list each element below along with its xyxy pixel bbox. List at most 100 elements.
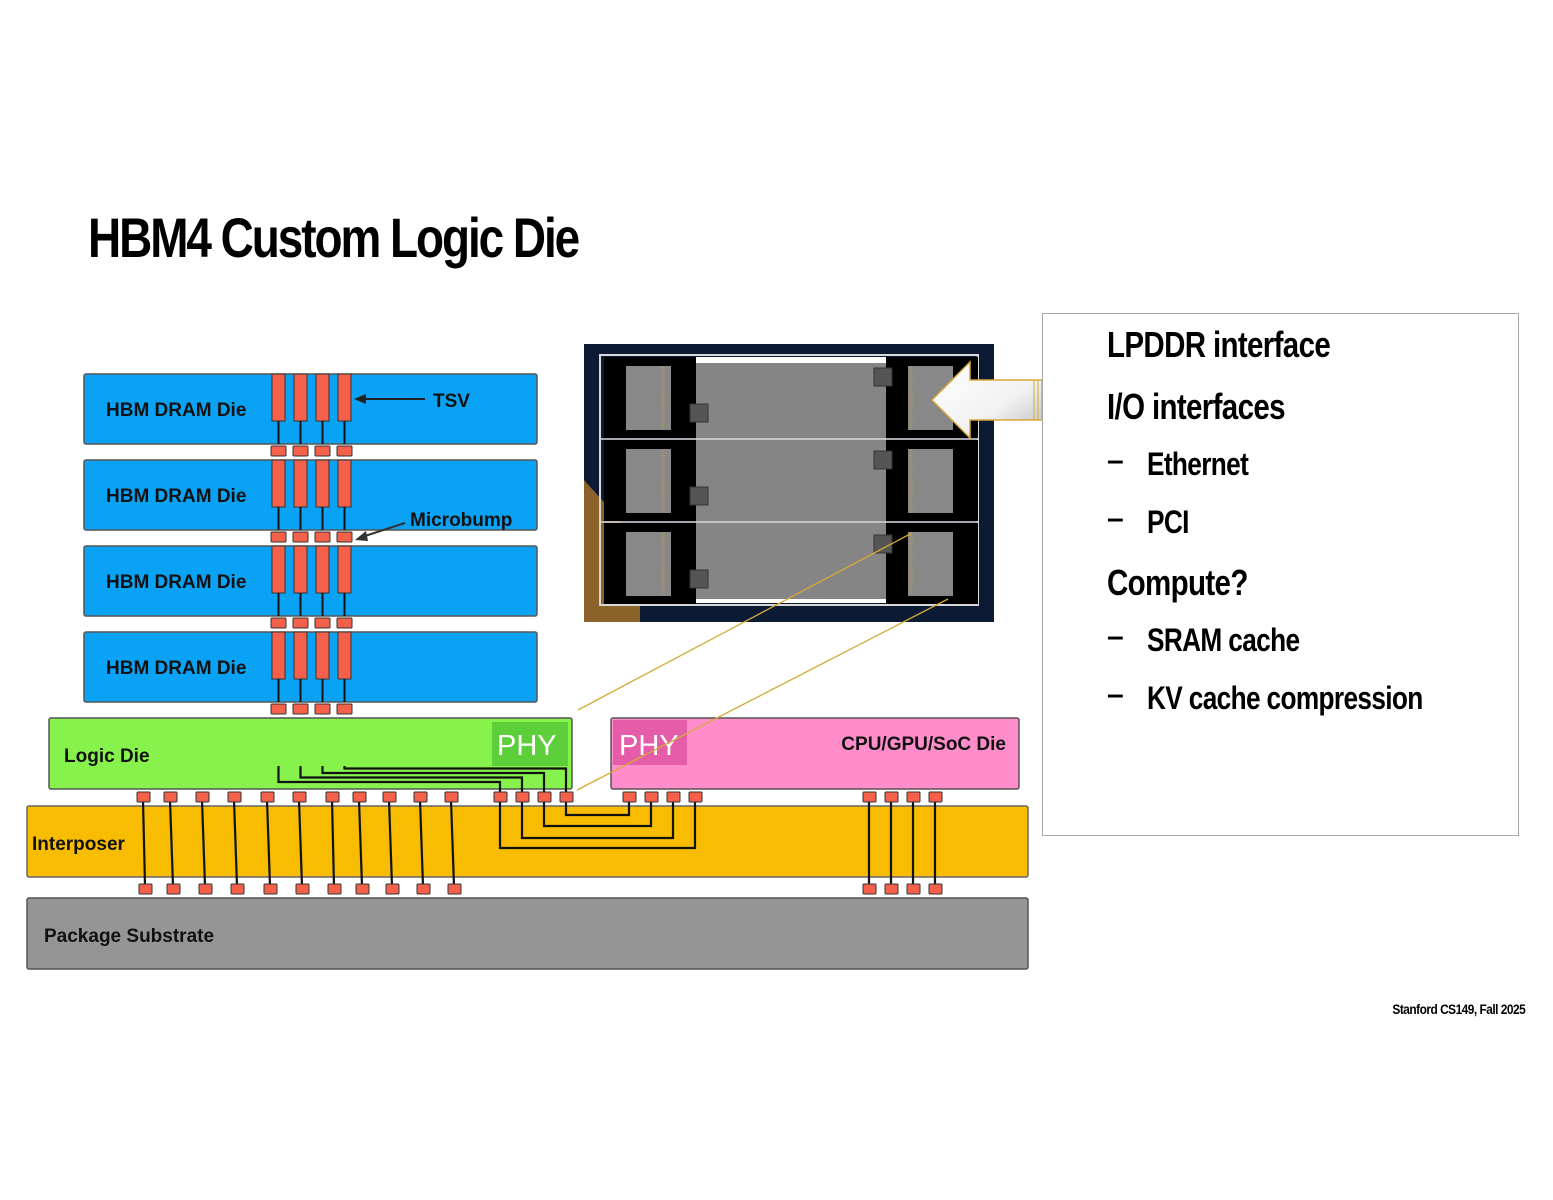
- through-wire: [265, 799, 272, 887]
- tsv: [337, 631, 352, 680]
- interposer-wire: [520, 802, 675, 840]
- tsv: [337, 545, 352, 594]
- soc-die: [610, 717, 1020, 790]
- bond-pad: [689, 569, 709, 589]
- phy-cell-core: [908, 449, 953, 513]
- microbump: [336, 617, 353, 629]
- microbump: [292, 531, 309, 543]
- callout-line-upper: [577, 532, 913, 711]
- c4-bump: [227, 791, 242, 803]
- through-wire: [357, 799, 364, 887]
- panel-subitem: PCI: [1147, 504, 1189, 540]
- callout-line-lower: [576, 598, 949, 791]
- c4-bump: [928, 791, 943, 803]
- bond-pad: [873, 534, 893, 554]
- phy-bump: [666, 791, 681, 803]
- tsv: [271, 373, 286, 422]
- microbump: [336, 531, 353, 543]
- soc-die-phy-block: [613, 720, 687, 765]
- package-bump: [928, 883, 943, 895]
- interposer-label: Interposer: [32, 834, 126, 855]
- microbump: [314, 445, 331, 457]
- panel-heading: Compute?: [1107, 562, 1248, 603]
- bond-pad: [689, 403, 709, 423]
- logic-die-wire: [299, 766, 524, 792]
- c4-bump: [292, 791, 307, 803]
- tsv: [315, 545, 330, 594]
- package-bump: [447, 883, 462, 895]
- microbump-arrow-head: [355, 531, 368, 541]
- logic-die-photo: [584, 344, 994, 622]
- c4-bump: [382, 791, 397, 803]
- hbm-dram-die-label: HBM DRAM Die: [106, 486, 246, 507]
- c4-bump: [884, 791, 899, 803]
- package-bump: [295, 883, 310, 895]
- tsv: [337, 373, 352, 422]
- logic-die-phy-label: PHY: [497, 730, 557, 762]
- bond-pad: [689, 486, 709, 506]
- through-wire: [141, 799, 147, 887]
- c4-bump: [862, 791, 877, 803]
- c4-bump: [906, 791, 921, 803]
- logic-die-phy-block: [492, 722, 568, 766]
- c4-bump: [352, 791, 367, 803]
- logic-die-label: Logic Die: [64, 746, 150, 767]
- package-substrate-label: Package Substrate: [44, 926, 214, 947]
- interposer: [26, 805, 1029, 878]
- tsv: [293, 631, 308, 680]
- hbm-dram-die-label: HBM DRAM Die: [106, 572, 246, 593]
- hbm-dram-die-label: HBM DRAM Die: [106, 400, 246, 421]
- microbump: [336, 703, 353, 715]
- through-wire: [232, 799, 239, 887]
- phy-bump: [688, 791, 703, 803]
- microbump: [292, 703, 309, 715]
- microbump: [314, 617, 331, 629]
- c4-bump: [413, 791, 428, 803]
- slide-title: HBM4 Custom Logic Die: [88, 206, 580, 269]
- soc-die-phy-label: PHY: [619, 730, 679, 762]
- logic-die-wire: [277, 766, 502, 792]
- package-substrate: [26, 897, 1029, 970]
- phy-bump: [622, 791, 637, 803]
- panel-subitem: SRAM cache: [1147, 622, 1300, 658]
- through-wire: [387, 799, 394, 887]
- package-bump: [385, 883, 400, 895]
- package-bump: [166, 883, 181, 895]
- hbm-dram-die: [83, 459, 538, 531]
- logic-die-wire: [343, 766, 568, 792]
- package-bump: [263, 883, 278, 895]
- phy-bump: [559, 791, 574, 803]
- bullet-dash: –: [1107, 678, 1124, 711]
- tsv: [315, 459, 330, 508]
- c4-bump: [163, 791, 178, 803]
- through-wire: [168, 799, 175, 887]
- bond-pad: [873, 367, 893, 387]
- phy-cell-core: [908, 532, 953, 596]
- microbump: [292, 445, 309, 457]
- c4-bump: [444, 791, 459, 803]
- tsv: [315, 631, 330, 680]
- bullet-dash: –: [1107, 620, 1124, 653]
- through-wire: [200, 799, 207, 887]
- through-wire: [297, 799, 304, 887]
- microbump-arrow: [361, 522, 406, 538]
- package-bump: [884, 883, 899, 895]
- tsv: [271, 545, 286, 594]
- bond-pad: [873, 450, 893, 470]
- phy-bump: [644, 791, 659, 803]
- c4-bump: [195, 791, 210, 803]
- microbump: [270, 617, 287, 629]
- microbump: [270, 531, 287, 543]
- hbm-dram-die-label: HBM DRAM Die: [106, 658, 246, 679]
- package-bump: [138, 883, 153, 895]
- soc-die-label: CPU/GPU/SoC Die: [841, 734, 1006, 755]
- interposer-wire: [498, 802, 697, 850]
- phy-bump: [515, 791, 530, 803]
- logic-die-wire: [321, 766, 546, 792]
- hbm-dram-die: [83, 373, 538, 445]
- package-bump: [327, 883, 342, 895]
- tsv: [293, 459, 308, 508]
- microbump-label: Microbump: [410, 510, 512, 531]
- microbump: [270, 445, 287, 457]
